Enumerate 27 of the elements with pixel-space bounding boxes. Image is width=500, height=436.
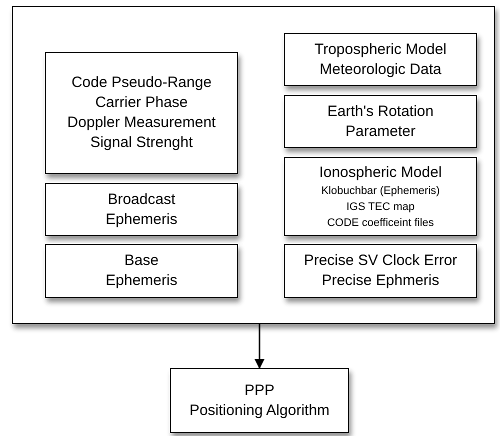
detail-text: IGS TEC map	[346, 200, 415, 214]
process-box	[284, 244, 477, 298]
box-text: Precise SV Clock Error	[304, 251, 458, 271]
box-text: Signal Strenght	[90, 133, 193, 153]
process-box	[284, 157, 477, 236]
arrow	[254, 324, 264, 369]
container-box	[12, 6, 495, 324]
process-box	[284, 95, 477, 148]
box-text: PPP	[244, 380, 274, 400]
detail-text: Klobuchbar (Ephemeris)	[321, 184, 440, 198]
process-box	[45, 183, 238, 236]
box-text: Broadcast Ephemeris	[104, 190, 178, 230]
box-text: Earth's Rotation Parameter	[326, 102, 435, 142]
box-text: Tropospheric Model	[314, 40, 446, 60]
box-text: Doppler Measurement	[67, 113, 216, 133]
box-text: Code Pseudo-Range	[71, 73, 212, 93]
box-text: Positioning Algorithm	[189, 400, 330, 420]
box-text: Meteorologic Data	[320, 60, 442, 80]
process-box	[170, 368, 349, 433]
process-box	[284, 33, 477, 86]
box-text: Base Ephemeris	[104, 251, 178, 291]
box-text: Ionospheric Model	[319, 162, 442, 182]
detail-text: CODE coefficeint files	[327, 216, 434, 230]
box-text: Precise Ephmeris	[322, 271, 440, 291]
process-box	[45, 244, 238, 298]
process-box	[45, 52, 238, 174]
box-text: Carrier Phase	[95, 93, 188, 113]
